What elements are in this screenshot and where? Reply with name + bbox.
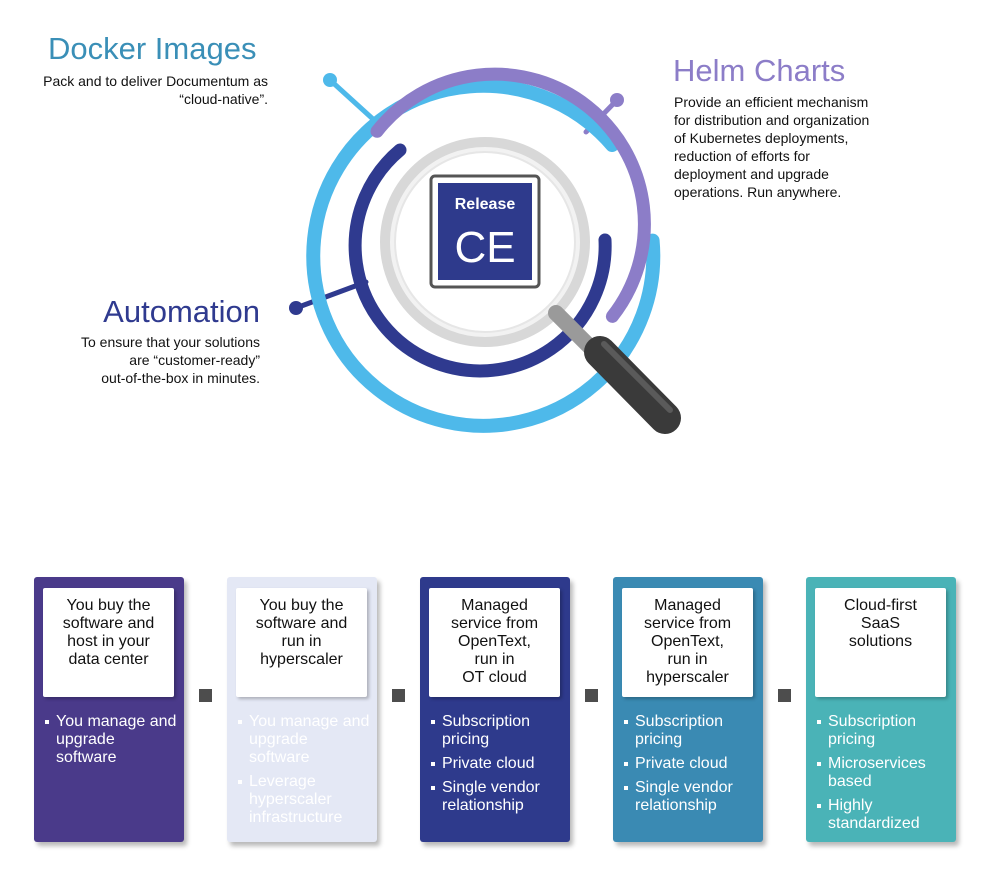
- magnifier-handle: [548, 305, 681, 434]
- bullet-item: Microservices based: [816, 755, 950, 791]
- automation-connector: [289, 279, 369, 315]
- connector-square: [778, 689, 791, 702]
- bullet-item: Single vendor relationship: [623, 779, 757, 815]
- outer-ring: [306, 78, 661, 433]
- automation-desc: To ensure that your solutions are “custo…: [81, 334, 260, 386]
- card-bullets: You manage and upgrade software: [44, 713, 178, 773]
- navy-ring: [348, 143, 612, 378]
- purple-ring: [370, 67, 651, 323]
- connector-square: [392, 689, 405, 702]
- connector-square: [199, 689, 212, 702]
- bullet-item: Subscription pricing: [430, 713, 564, 749]
- card-bullets: You manage and upgrade software Leverage…: [237, 713, 371, 833]
- bullet-item: Private cloud: [623, 755, 757, 773]
- card-bullets: Subscription pricing Private cloud Singl…: [430, 713, 564, 821]
- docker-connector: [323, 73, 377, 123]
- bullet-item: You manage and upgrade software: [44, 713, 178, 767]
- bullet-item: Subscription pricing: [623, 713, 757, 749]
- bullet-item: Private cloud: [430, 755, 564, 773]
- release-value: CE: [454, 223, 515, 272]
- connector-square: [585, 689, 598, 702]
- card-bullets: Subscription pricing Private cloud Singl…: [623, 713, 757, 821]
- bullet-item: Subscription pricing: [816, 713, 950, 749]
- bullet-item: Single vendor relationship: [430, 779, 564, 815]
- bullet-item: You manage and upgrade software: [237, 713, 371, 767]
- release-label: Release: [455, 196, 516, 213]
- bullet-item: Leverage hyperscaler infrastructure: [237, 773, 371, 827]
- release-box: [438, 183, 532, 280]
- automation-heading: Automation: [103, 294, 260, 329]
- docker-images-desc: Pack and to deliver Documentum as “cloud…: [43, 73, 268, 107]
- docker-images-heading: Docker Images: [48, 31, 257, 66]
- bullet-item: Highly standardized: [816, 797, 950, 833]
- helm-charts-desc: Provide an efficient mechanism for distr…: [674, 94, 870, 200]
- helm-charts-heading: Helm Charts: [673, 53, 846, 88]
- card-bullets: Subscription pricing Microservices based…: [816, 713, 950, 839]
- release-hub-graphic: Release CE: [289, 67, 681, 434]
